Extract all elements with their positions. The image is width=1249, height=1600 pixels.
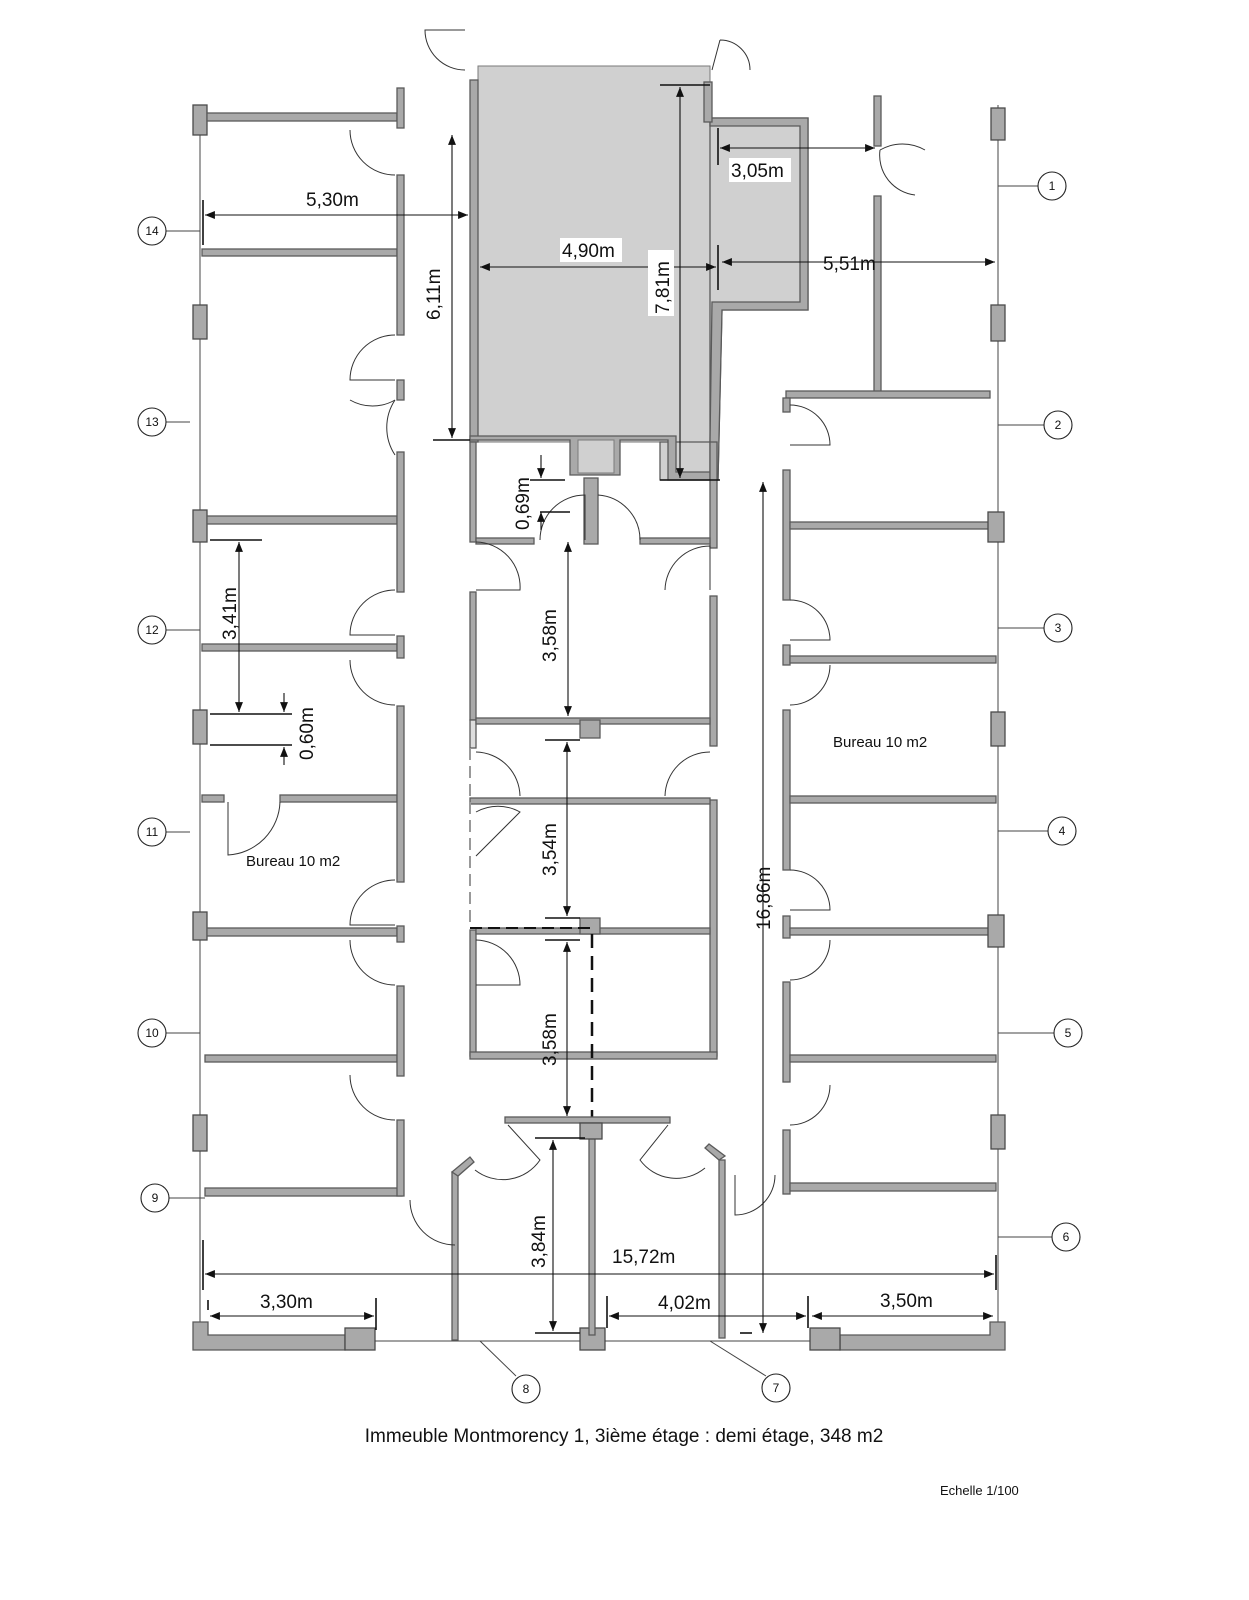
door-arcs xyxy=(227,29,926,1246)
svg-text:14: 14 xyxy=(145,224,159,238)
dim-15-72: 15,72m xyxy=(612,1247,675,1268)
callout-9: 9 xyxy=(140,1183,170,1213)
left-partition-walls xyxy=(201,112,403,1197)
callout-14: 14 xyxy=(137,216,167,246)
dimension-lines xyxy=(202,84,997,1334)
svg-text:11: 11 xyxy=(146,825,159,839)
dim-4-90: 4,90m xyxy=(562,241,615,262)
svg-text:4: 4 xyxy=(1059,824,1066,838)
svg-text:1: 1 xyxy=(1049,179,1056,193)
plan-caption: Immeuble Montmorency 1, 3ième étage : de… xyxy=(365,1426,884,1447)
dim-16-86: 16,86m xyxy=(754,867,775,930)
dimension-labels: 5,30m 6,11m 4,90m 7,81m 3,05m 5,51m 0,69… xyxy=(220,158,933,1314)
left-facade xyxy=(192,104,208,1330)
svg-text:8: 8 xyxy=(523,1382,530,1396)
callout-markers: 1 2 3 4 5 6 7 8 9 10 11 12 13 14 xyxy=(137,171,1083,1404)
dim-3-05: 3,05m xyxy=(731,161,784,182)
svg-text:5: 5 xyxy=(1065,1026,1072,1040)
dim-0-69: 0,69m xyxy=(513,477,534,530)
bottom-walls xyxy=(192,1116,1006,1351)
room-label-right: Bureau 10 m2 xyxy=(833,734,927,751)
callout-5: 5 xyxy=(1053,1018,1083,1048)
right-facade xyxy=(987,105,1006,1330)
dim-4-02: 4,02m xyxy=(658,1293,711,1314)
dim-3-50: 3,50m xyxy=(880,1291,933,1312)
svg-text:6: 6 xyxy=(1063,1230,1070,1244)
callout-4: 4 xyxy=(1047,816,1077,846)
dim-3-84: 3,84m xyxy=(529,1215,550,1268)
callout-13: 13 xyxy=(137,407,167,437)
svg-text:9: 9 xyxy=(152,1191,159,1205)
callout-6: 6 xyxy=(1051,1222,1081,1252)
callout-12: 12 xyxy=(137,615,167,645)
svg-text:10: 10 xyxy=(145,1026,159,1040)
callout-3: 3 xyxy=(1043,613,1073,643)
callout-11: 11 xyxy=(137,817,167,847)
callout-7: 7 xyxy=(761,1373,791,1403)
dim-3-58-upper: 3,58m xyxy=(540,609,561,662)
left-corridor-wall xyxy=(396,87,405,1197)
dim-3-54: 3,54m xyxy=(540,823,561,876)
shaded-core-area xyxy=(469,65,809,481)
dim-3-41: 3,41m xyxy=(220,587,241,640)
dim-0-60: 0,60m xyxy=(297,707,318,760)
callout-2: 2 xyxy=(1043,410,1073,440)
dim-3-58-lower: 3,58m xyxy=(540,1013,561,1066)
dim-5-30: 5,30m xyxy=(306,190,359,211)
svg-text:2: 2 xyxy=(1055,418,1062,432)
callout-8: 8 xyxy=(511,1374,541,1404)
svg-text:13: 13 xyxy=(145,415,159,429)
central-rooms xyxy=(469,441,718,1118)
svg-text:12: 12 xyxy=(145,623,159,637)
right-partition-walls xyxy=(782,95,997,1195)
callout-1: 1 xyxy=(1037,171,1067,201)
svg-text:7: 7 xyxy=(773,1381,780,1395)
dim-3-30: 3,30m xyxy=(260,1292,313,1313)
scale-label: Echelle 1/100 xyxy=(940,1483,1019,1498)
dim-5-51: 5,51m xyxy=(823,254,876,275)
dim-7-81: 7,81m xyxy=(653,261,674,314)
svg-text:3: 3 xyxy=(1055,621,1062,635)
dim-6-11: 6,11m xyxy=(424,269,445,320)
room-label-left: Bureau 10 m2 xyxy=(246,853,340,870)
callout-10: 10 xyxy=(137,1018,167,1048)
